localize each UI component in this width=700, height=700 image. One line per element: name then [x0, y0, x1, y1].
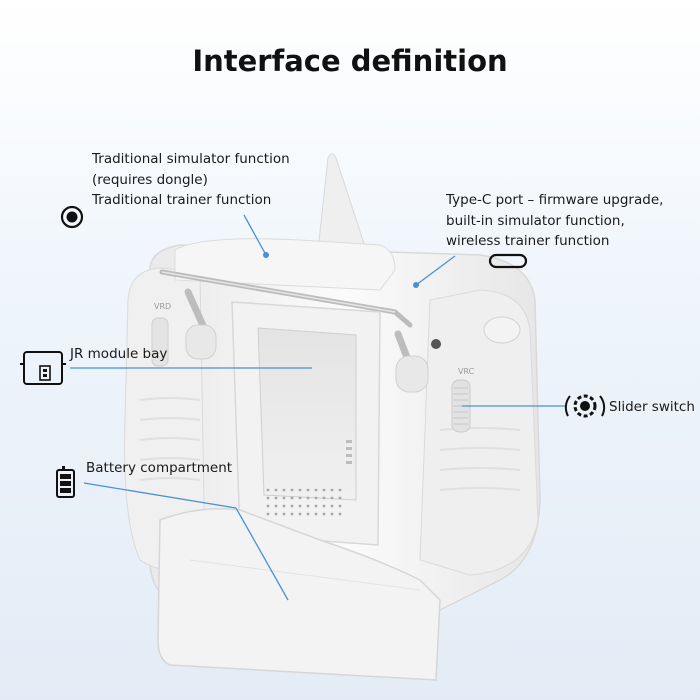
callout-line-typec: [415, 255, 456, 286]
right-dial-label: VRC: [458, 367, 475, 376]
battery-icon: [56, 466, 75, 498]
callout-line-battery-door: [235, 507, 289, 601]
left-switch: [184, 288, 209, 334]
right-grip: [419, 289, 539, 576]
callout-dot-typec: [413, 282, 419, 288]
label-slider-switch: Slider switch: [609, 399, 695, 415]
label-typec-port: Type-C port – firmware upgrade, built-in…: [446, 192, 664, 249]
label-jr-module-bay: JR module bay: [70, 346, 168, 362]
callout-dot-trainer: [263, 252, 269, 258]
left-dial-label: VRD: [154, 302, 171, 311]
usb-c-icon: [488, 253, 528, 269]
page-title: Interface definition: [192, 44, 508, 78]
top-shoulder: [174, 238, 396, 291]
right-switch: [394, 330, 412, 364]
module-bay-icon: [20, 351, 66, 385]
battery-door: [157, 508, 441, 681]
label-simulator-function: Traditional simulator function (requires…: [92, 151, 290, 208]
antenna: [317, 153, 371, 263]
callout-line-trainer: [243, 214, 267, 256]
left-dial: [151, 317, 169, 367]
callout-line-battery: [83, 482, 237, 509]
jr-module-bay-inner: [257, 327, 357, 501]
gear-dial-icon: [564, 394, 606, 418]
audio-jack-icon: [60, 205, 84, 229]
vent-grid: [266, 488, 342, 516]
label-battery-compartment: Battery compartment: [86, 460, 233, 476]
top-right-button: [483, 316, 521, 344]
